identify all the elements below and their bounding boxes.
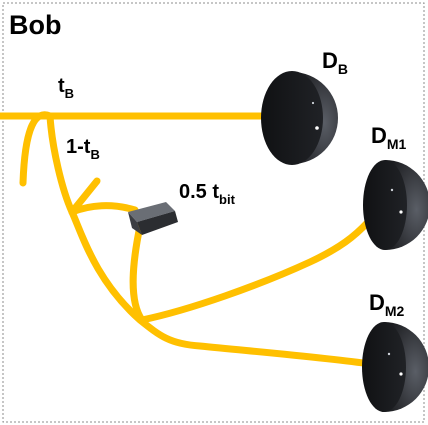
transmission-label: tB	[58, 75, 74, 101]
detector-dm2	[362, 322, 428, 412]
diagram-title: Bob	[9, 10, 61, 40]
detector-dm2-label-sub: M2	[385, 303, 405, 319]
detector-db-label-base: D	[322, 48, 338, 73]
delay-label-sub: bit	[219, 192, 236, 207]
detector-dm1	[363, 160, 428, 250]
delay-line-element	[128, 202, 178, 235]
fiber-paths	[0, 111, 374, 368]
transmission-label-base: t	[58, 75, 65, 97]
delay-label-base: 0.5 t	[179, 181, 219, 203]
detector-dm1-label: DM1	[371, 123, 407, 152]
fiber-to-dm1	[138, 218, 372, 324]
fiber-loop-down	[19, 111, 54, 187]
delay-label: 0.5 tbit	[179, 181, 236, 207]
detector-dm2-label-base: D	[369, 290, 385, 315]
detector-db-label: DB	[322, 48, 348, 77]
detector-dm1-label-base: D	[371, 123, 387, 148]
detector-dm2-label: DM2	[369, 290, 405, 319]
reflection-label-sub: B	[90, 147, 99, 162]
reflection-label-base: 1-t	[66, 136, 91, 158]
reflection-label: 1-tB	[66, 136, 100, 162]
bob-enclosure-border	[2, 2, 425, 423]
detector-dm1-label-sub: M1	[387, 136, 407, 152]
transmission-label-sub: B	[65, 86, 74, 101]
detector-db-label-sub: B	[338, 61, 348, 77]
fiber-to-delay	[68, 202, 139, 216]
detector-db	[261, 71, 338, 165]
fiber-delay-return	[129, 222, 146, 324]
